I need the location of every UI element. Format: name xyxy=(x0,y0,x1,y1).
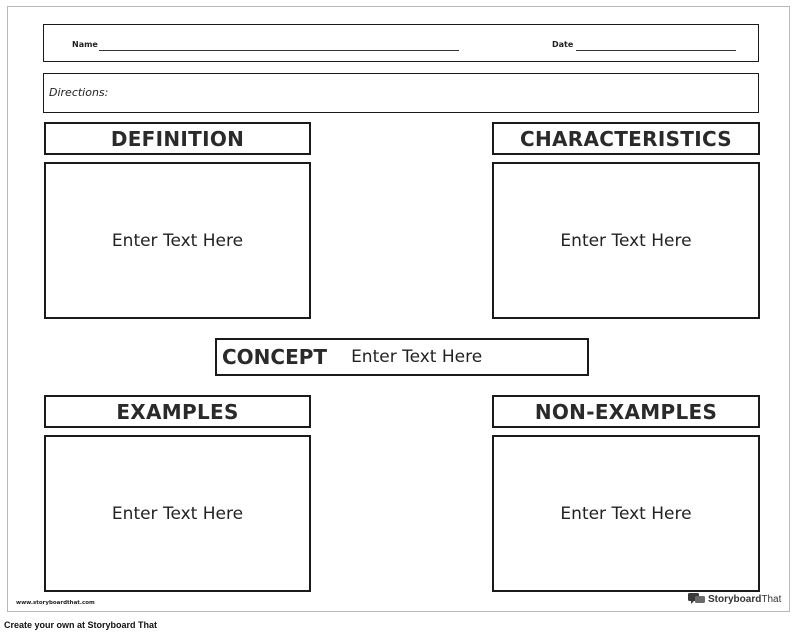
definition-text-box[interactable]: Enter Text Here xyxy=(44,162,311,319)
create-own-link[interactable]: Create your own at Storyboard That xyxy=(4,620,158,630)
worksheet: Name Date Directions: DEFINITION Enter T… xyxy=(7,6,790,612)
examples-text-box[interactable]: Enter Text Here xyxy=(44,435,311,592)
concept-title: CONCEPT xyxy=(222,345,328,369)
date-field[interactable] xyxy=(576,50,736,51)
concept-box[interactable]: CONCEPT Enter Text Here xyxy=(215,338,589,376)
definition-title-box: DEFINITION xyxy=(44,122,311,155)
characteristics-title: CHARACTERISTICS xyxy=(519,126,733,151)
definition-title: DEFINITION xyxy=(110,126,245,151)
examples-title: EXAMPLES xyxy=(116,399,239,424)
brand-name: StoryboardThat xyxy=(708,593,782,605)
examples-title-box: EXAMPLES xyxy=(44,395,311,428)
name-field[interactable] xyxy=(99,50,459,51)
name-label: Name xyxy=(72,40,98,49)
directions-label: Directions: xyxy=(49,86,109,99)
definition-text: Enter Text Here xyxy=(111,230,244,251)
characteristics-text-box[interactable]: Enter Text Here xyxy=(492,162,760,319)
date-label: Date xyxy=(552,40,574,49)
concept-text: Enter Text Here xyxy=(351,347,483,367)
non-examples-title-box: NON-EXAMPLES xyxy=(492,395,760,428)
header-box: Name Date xyxy=(43,24,759,62)
storyboardthat-logo: StoryboardThat xyxy=(688,593,781,605)
examples-text: Enter Text Here xyxy=(111,503,244,524)
non-examples-text-box[interactable]: Enter Text Here xyxy=(492,435,760,592)
directions-box[interactable]: Directions: xyxy=(43,73,759,113)
characteristics-title-box: CHARACTERISTICS xyxy=(492,122,760,155)
non-examples-title: NON-EXAMPLES xyxy=(534,399,718,424)
site-url: www.storyboardthat.com xyxy=(16,600,95,606)
speech-bubble-icon xyxy=(688,593,705,604)
non-examples-text: Enter Text Here xyxy=(560,503,692,524)
characteristics-text: Enter Text Here xyxy=(560,230,692,251)
